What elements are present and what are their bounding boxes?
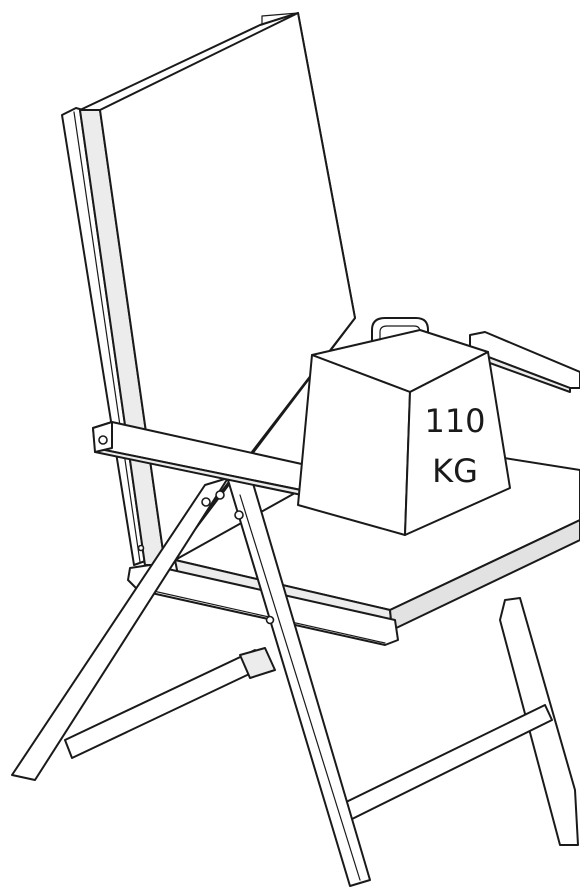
pivot-bolt xyxy=(265,615,275,625)
pivot-bolt xyxy=(137,544,145,552)
front-left-leg xyxy=(11,477,229,781)
backrest-cushion xyxy=(79,12,356,566)
weight-number: 110 xyxy=(424,402,485,440)
pivot-bolts xyxy=(137,490,275,625)
weight-block: 110 KG xyxy=(297,317,511,536)
weight-unit: KG xyxy=(432,452,478,490)
pivot-bolt xyxy=(215,490,225,500)
weight-handle xyxy=(371,317,429,366)
lower-support-block xyxy=(239,647,276,679)
leg-cross-bar-front xyxy=(339,704,553,823)
pivot-bolt xyxy=(234,510,244,520)
armrest-bolt xyxy=(98,435,108,445)
pivot-bolt xyxy=(201,497,211,507)
seat-frame-front-rail xyxy=(127,564,399,646)
left-armrest xyxy=(92,421,367,506)
